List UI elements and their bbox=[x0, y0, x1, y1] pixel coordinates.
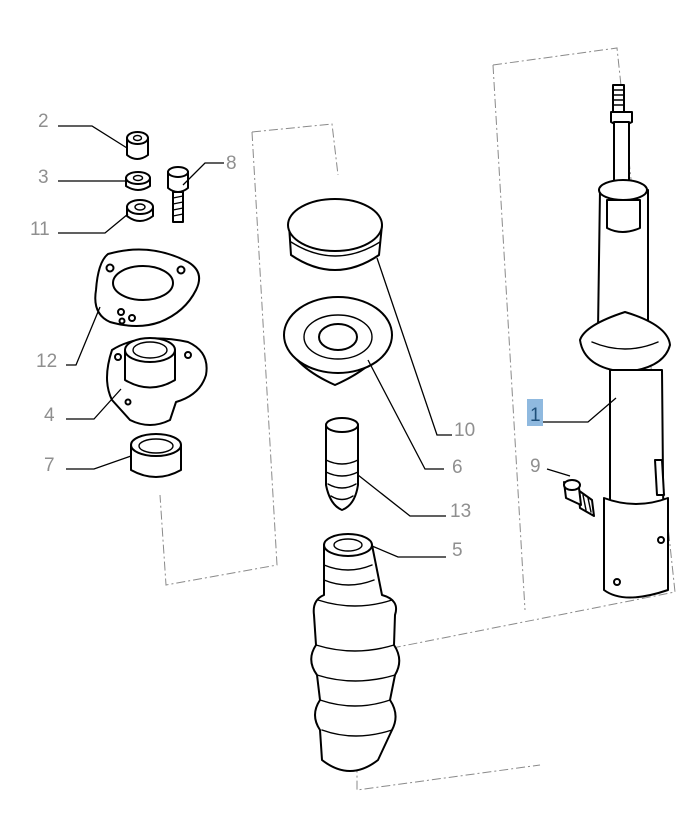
bush-part-11[interactable] bbox=[126, 199, 154, 222]
dust-cap-part-10[interactable] bbox=[287, 198, 383, 271]
bump-stop-part-13[interactable] bbox=[325, 417, 359, 511]
dust-boot-part-5[interactable] bbox=[310, 533, 401, 772]
nut-part-2[interactable] bbox=[126, 131, 149, 160]
bolt-part-9[interactable] bbox=[563, 479, 595, 517]
leader-line-9 bbox=[546, 468, 571, 477]
mounting-plate-part-12[interactable] bbox=[94, 248, 201, 327]
leader-line-12 bbox=[66, 306, 101, 366]
strut-mount-part-4[interactable] bbox=[106, 337, 208, 426]
group-bracket-middle bbox=[251, 123, 339, 176]
callout-label-8[interactable]: 8 bbox=[226, 153, 237, 174]
callout-label-5[interactable]: 5 bbox=[452, 540, 463, 561]
callout-label-4[interactable]: 4 bbox=[44, 405, 55, 426]
leader-line-11 bbox=[58, 213, 129, 234]
leader-line-1 bbox=[543, 397, 617, 423]
callout-1-highlight bbox=[527, 399, 543, 426]
shock-absorber-part-1[interactable] bbox=[579, 84, 671, 599]
callout-label-7[interactable]: 7 bbox=[44, 455, 55, 476]
leader-line-8 bbox=[182, 162, 224, 186]
leader-line-5 bbox=[371, 545, 446, 558]
callout-label-9[interactable]: 9 bbox=[530, 456, 541, 477]
group-bracket-middle-spine bbox=[159, 131, 278, 586]
callout-label-1[interactable]: 1 bbox=[530, 405, 541, 426]
washer-part-3[interactable] bbox=[125, 171, 151, 191]
bearing-part-7[interactable] bbox=[130, 433, 182, 478]
callout-label-12[interactable]: 12 bbox=[36, 351, 57, 372]
leader-line-13 bbox=[357, 474, 446, 517]
leader-line-7 bbox=[66, 455, 132, 470]
spring-seat-part-6[interactable] bbox=[283, 296, 393, 386]
leader-line-6 bbox=[367, 359, 444, 470]
callout-label-13[interactable]: 13 bbox=[450, 501, 471, 522]
group-bracket-right-spine bbox=[492, 64, 526, 611]
callout-label-10[interactable]: 10 bbox=[454, 420, 475, 441]
leader-line-2 bbox=[58, 125, 128, 149]
callout-label-11[interactable]: 11 bbox=[30, 219, 50, 240]
callout-label-3[interactable]: 3 bbox=[38, 167, 49, 188]
leader-line-10 bbox=[376, 257, 452, 436]
leader-line-4 bbox=[66, 388, 122, 420]
callout-label-6[interactable]: 6 bbox=[452, 457, 463, 478]
group-bracket-right bbox=[356, 47, 676, 791]
callout-label-2[interactable]: 2 bbox=[38, 111, 49, 132]
bolt-part-8[interactable] bbox=[167, 166, 189, 223]
